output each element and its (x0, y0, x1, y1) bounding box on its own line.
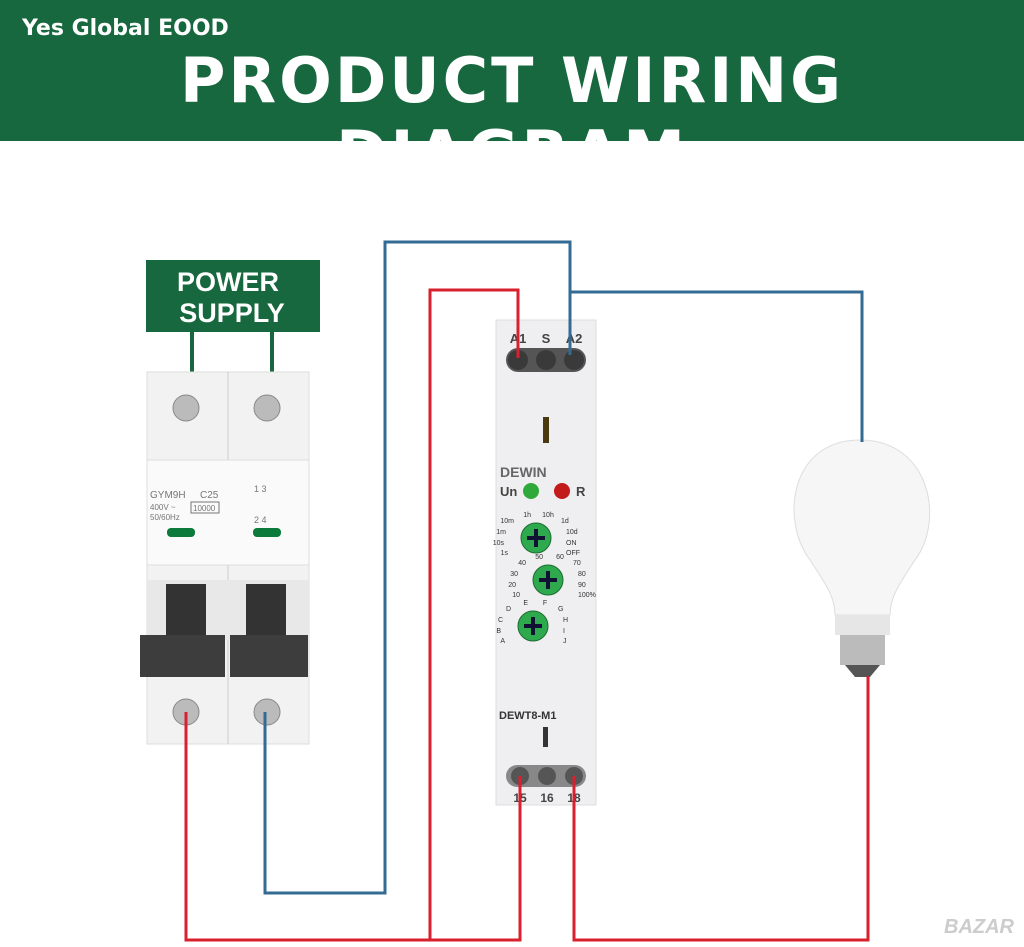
relay-led (554, 483, 570, 499)
breaker-model: GYM9H (150, 490, 186, 501)
dial-label: ON (566, 540, 577, 547)
breaker-voltage: 400V ~ (150, 503, 176, 512)
dial-label: 1h (523, 512, 531, 519)
led-un-label: Un (500, 484, 517, 499)
dial-label: A (500, 638, 505, 645)
breaker-frequency: 50/60Hz (150, 513, 180, 522)
breaker-poles-bottom: 2 4 (254, 515, 267, 525)
dial-label: 20 (508, 582, 516, 589)
wire-red-to-a1 (428, 288, 520, 940)
relay-model: DEWT8-M1 (499, 710, 556, 722)
dial-label: 1d (561, 518, 569, 525)
header-banner: Yes Global EOOD PRODUCT WIRING DIAGRAM (0, 0, 1024, 190)
dial-label: 1m (496, 529, 506, 536)
dial-label: 10 (512, 592, 520, 599)
dial-label: B (496, 628, 501, 635)
dial-label: 10d (566, 529, 578, 536)
dial-cross-icon (527, 529, 545, 547)
breaker-toggle-2[interactable] (246, 584, 286, 644)
dial-label: 10s (493, 540, 505, 547)
wire-blue-a2-to-bulb (570, 290, 864, 442)
dial-label: 40 (518, 560, 526, 567)
terminal-16: 16 (540, 791, 554, 805)
dial-label: 70 (573, 560, 581, 567)
wire-blue-breaker-to-a2 (263, 240, 572, 895)
circuit-breaker: GYM9H C25 400V ~ 50/60Hz 10000 1 3 2 4 (140, 371, 310, 745)
dial-label: C (498, 617, 503, 624)
dial-label: E (523, 600, 528, 607)
breaker-toggle-1[interactable] (166, 584, 206, 644)
dial-label: G (558, 606, 563, 613)
terminal-a2: A2 (566, 331, 583, 346)
power-label-1: POWER (177, 267, 279, 297)
dial-label: H (563, 617, 568, 624)
page-title: PRODUCT WIRING DIAGRAM (179, 44, 845, 190)
dial-label: 30 (510, 571, 518, 578)
breaker-rating: C25 (200, 490, 219, 501)
led-r-label: R (576, 484, 586, 499)
power-led (523, 483, 539, 499)
dial-label: OFF (566, 550, 580, 557)
dial-label: 10m (500, 518, 514, 525)
dial-label: D (506, 606, 511, 613)
dial-label: 100% (578, 592, 596, 599)
power-label-2: SUPPLY (179, 298, 285, 328)
terminal-s: S (542, 331, 551, 346)
relay-brand: DEWIN (500, 464, 547, 480)
dial-label: 50 (535, 554, 543, 561)
dial-label: I (563, 628, 565, 635)
breaker-capacity: 10000 (193, 504, 216, 513)
light-bulb (793, 439, 931, 677)
dial-label: 80 (578, 571, 586, 578)
breaker-poles-top: 1 3 (254, 484, 267, 494)
dial-label: 90 (578, 582, 586, 589)
dial-label: 10h (542, 512, 554, 519)
dial-cross-icon (539, 571, 557, 589)
company-name: Yes Global EOOD (22, 16, 229, 41)
wire-red-18-to-bulb (572, 676, 870, 942)
dial-label: F (543, 600, 547, 607)
wire-red-breaker-to-15 (184, 712, 522, 942)
dial-cross-icon (524, 617, 542, 635)
dial-label: J (563, 638, 567, 645)
dial-label: 60 (556, 554, 564, 561)
watermark: BAZAR (944, 916, 1014, 938)
dial-label: 1s (501, 550, 509, 557)
